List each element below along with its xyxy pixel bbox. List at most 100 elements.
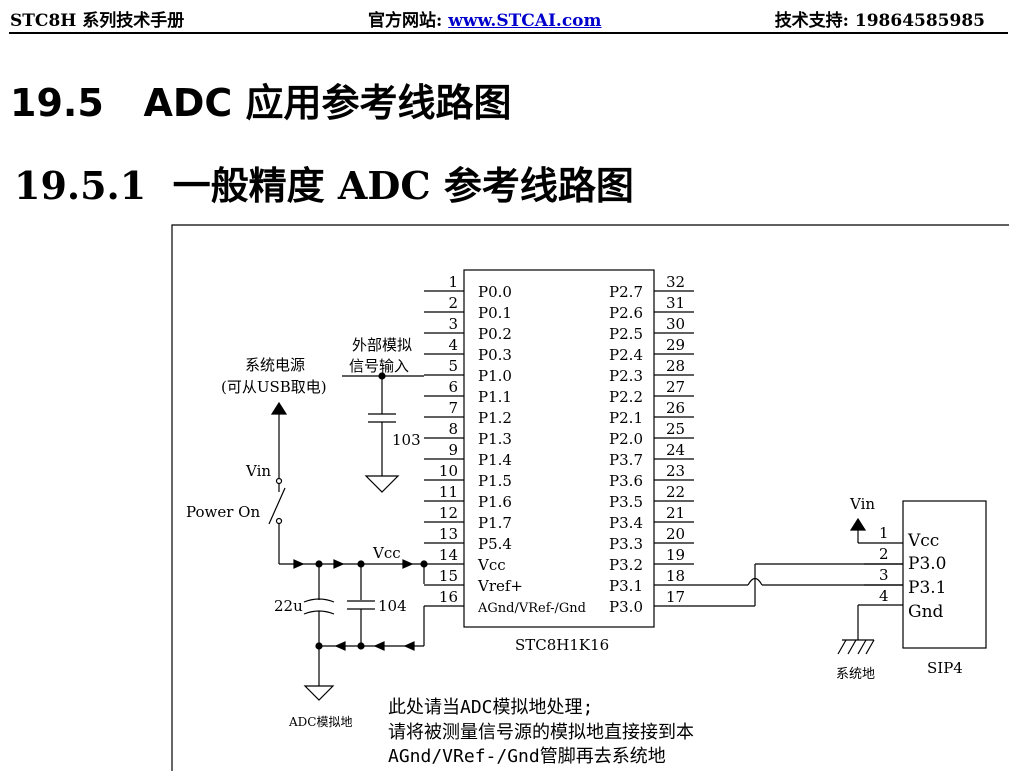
right-pin-name: P2.1 bbox=[609, 409, 643, 427]
right-pin-name: P2.0 bbox=[609, 430, 643, 448]
label-adc-gnd: ADC模拟地 bbox=[288, 715, 352, 729]
left-pin-name: P1.1 bbox=[478, 388, 512, 406]
left-pin-name: P1.0 bbox=[478, 367, 512, 385]
right-pin-number: 22 bbox=[666, 483, 685, 501]
left-pin-name: Vcc bbox=[477, 556, 506, 574]
left-pin-name: P1.6 bbox=[478, 493, 512, 511]
right-pin-name: P3.7 bbox=[609, 451, 643, 469]
wires bbox=[268, 372, 987, 701]
sip-pin-4-num: 4 bbox=[879, 587, 889, 605]
right-pin-name: P3.5 bbox=[609, 493, 643, 511]
left-pin-number: 9 bbox=[448, 441, 458, 459]
label-vcc-net: Vcc bbox=[372, 544, 401, 562]
chip-body bbox=[463, 269, 655, 628]
sip-pin-3-num: 3 bbox=[879, 566, 889, 584]
right-pin-number: 19 bbox=[666, 546, 685, 564]
right-pin-name: P3.1 bbox=[609, 577, 643, 595]
right-pin-name: P3.3 bbox=[609, 535, 643, 553]
label-sys-power-2: (可从USB取电) bbox=[221, 378, 327, 396]
label-vin-left: Vin bbox=[245, 462, 271, 480]
sip-pin-3-name: P3.1 bbox=[908, 578, 946, 598]
right-pin-name: P2.2 bbox=[609, 388, 643, 406]
right-pin-name: P2.7 bbox=[609, 283, 643, 301]
right-pin-name: P3.6 bbox=[609, 472, 643, 490]
left-pin-number: 1 bbox=[448, 273, 458, 291]
left-pin-number: 4 bbox=[448, 336, 458, 354]
left-pin-name: P0.3 bbox=[478, 346, 512, 364]
right-pin-number: 23 bbox=[666, 462, 685, 480]
right-pin-number: 27 bbox=[666, 378, 685, 396]
left-pin-number: 5 bbox=[448, 357, 458, 375]
schematic-frame bbox=[171, 224, 1009, 771]
sip4-body bbox=[902, 500, 987, 649]
left-pin-name: P1.5 bbox=[478, 472, 512, 490]
right-pin-name: P3.0 bbox=[609, 598, 643, 616]
left-pin-name: P1.3 bbox=[478, 430, 512, 448]
header-support: 技术支持: 19864585985 bbox=[774, 11, 985, 31]
right-pin-name: P3.4 bbox=[609, 514, 643, 532]
right-pin-number: 17 bbox=[666, 588, 685, 606]
left-pin-number: 8 bbox=[448, 420, 458, 438]
right-pin-number: 32 bbox=[666, 273, 685, 291]
note-line-2: 请将被测量信号源的模拟地直接接到本 bbox=[388, 722, 694, 743]
sip-pin-1-num: 1 bbox=[879, 524, 889, 542]
right-pin-name: P2.3 bbox=[609, 367, 643, 385]
label-cap-103: 103 bbox=[392, 431, 421, 449]
right-pin-number: 21 bbox=[666, 504, 685, 522]
section-title: 19.5 ADC 应用参考线路图 bbox=[10, 81, 512, 125]
left-pin-number: 3 bbox=[448, 315, 458, 333]
label-vin-right: Vin bbox=[849, 495, 875, 513]
left-pin-number: 16 bbox=[439, 588, 458, 606]
note-line-3: AGnd/VRef-/Gnd管脚再去系统地 bbox=[388, 746, 666, 767]
label-ext-analog-1: 外部模拟 bbox=[352, 336, 412, 354]
label-cap-104: 104 bbox=[378, 597, 407, 615]
label-sys-gnd: 系统地 bbox=[836, 667, 875, 682]
sip-pin-2-name: P3.0 bbox=[908, 554, 946, 574]
header-website: 官方网站: www.STCAI.com bbox=[368, 6, 602, 31]
left-pin-number: 11 bbox=[439, 483, 458, 501]
left-pin-number: 12 bbox=[439, 504, 458, 522]
right-pin-name: P2.4 bbox=[609, 346, 643, 364]
right-pin-number: 18 bbox=[666, 567, 685, 585]
chip-left-pins: 1P0.02P0.13P0.24P0.35P1.06P1.17P1.28P1.3… bbox=[424, 273, 586, 616]
right-pin-name: P2.6 bbox=[609, 304, 643, 322]
subsection-title: 19.5.1 一般精度 ADC 参考线路图 bbox=[14, 163, 634, 208]
note-line-1: 此处请当ADC模拟地处理; bbox=[388, 697, 593, 718]
sip4-name: SIP4 bbox=[927, 659, 963, 677]
left-pin-name: P1.2 bbox=[478, 409, 512, 427]
left-pin-number: 13 bbox=[439, 525, 458, 543]
website-link[interactable]: www.STCAI.com bbox=[448, 11, 602, 31]
header-divider bbox=[9, 32, 1008, 34]
sip-pin-2-num: 2 bbox=[879, 545, 889, 563]
right-pin-number: 24 bbox=[666, 441, 685, 459]
label-ext-analog-2: 信号输入 bbox=[349, 357, 409, 375]
left-pin-number: 14 bbox=[439, 546, 458, 564]
chip-right-pins: 32P2.731P2.630P2.529P2.428P2.327P2.226P2… bbox=[609, 273, 694, 616]
left-pin-number: 10 bbox=[439, 462, 458, 480]
label-cap-22u: 22u bbox=[274, 597, 303, 615]
left-pin-name: P0.2 bbox=[478, 325, 512, 343]
left-pin-name: P1.4 bbox=[478, 451, 512, 469]
right-pin-name: P2.5 bbox=[609, 325, 643, 343]
left-pin-number: 6 bbox=[448, 378, 458, 396]
sip-pin-1-name: Vcc bbox=[907, 531, 939, 551]
left-pin-number: 2 bbox=[448, 294, 458, 312]
left-pin-name: P1.7 bbox=[478, 514, 512, 532]
left-pin-name: P0.0 bbox=[478, 283, 512, 301]
page-header: STC8H 系列技术手册 官方网站: www.STCAI.com 技术支持: 1… bbox=[0, 0, 1009, 34]
right-pin-number: 30 bbox=[666, 315, 685, 333]
left-pin-number: 7 bbox=[448, 399, 458, 417]
left-pin-number: 15 bbox=[439, 567, 458, 585]
right-pin-number: 28 bbox=[666, 357, 685, 375]
right-pin-name: P3.2 bbox=[609, 556, 643, 574]
chip-name: STC8H1K16 bbox=[515, 636, 609, 654]
right-pin-number: 29 bbox=[666, 336, 685, 354]
right-pin-number: 26 bbox=[666, 399, 685, 417]
header-doc-title: STC8H 系列技术手册 bbox=[10, 11, 185, 31]
left-pin-name: Vref+ bbox=[477, 577, 523, 595]
header-website-label: 官方网站: bbox=[368, 11, 449, 31]
right-pin-number: 25 bbox=[666, 420, 685, 438]
sip-pin-4-name: Gnd bbox=[908, 602, 944, 622]
left-pin-name: P5.4 bbox=[478, 535, 512, 553]
